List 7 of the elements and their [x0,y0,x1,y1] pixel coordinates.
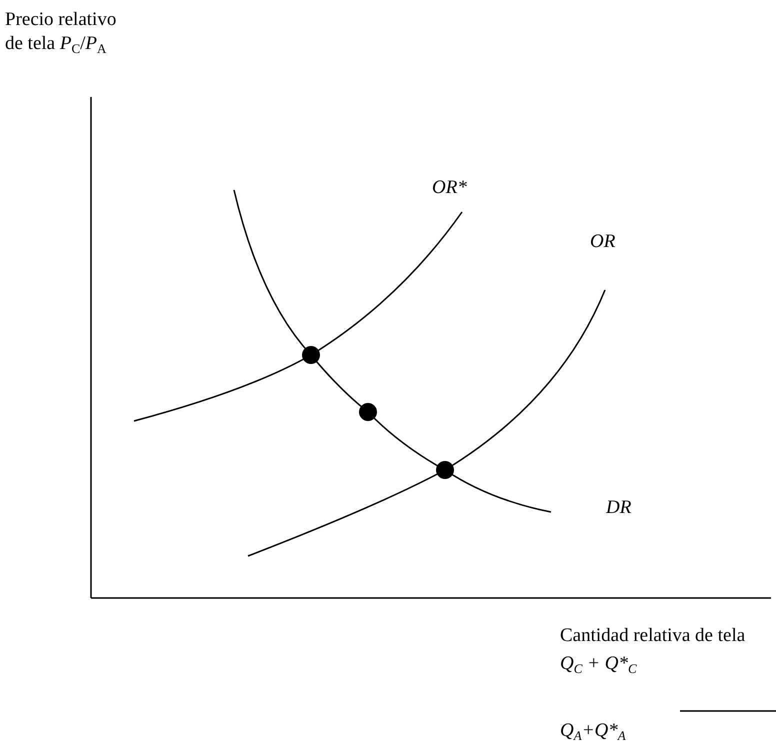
curve-label: DR [606,496,632,520]
curve-label: OR* [432,176,467,200]
fraction-numerator: Q$_{C}$ + Q*$_{C}$ [560,652,637,676]
axis-label: Precio relativo de tela P$_{C}$/P$_{A}$ [5,8,118,56]
curve-label: OR [590,230,616,254]
fraction-denominator: Q$_{A}$+Q*$_{A}$ [560,719,626,743]
axis-label: Cantidad relativa de tela [560,624,746,648]
